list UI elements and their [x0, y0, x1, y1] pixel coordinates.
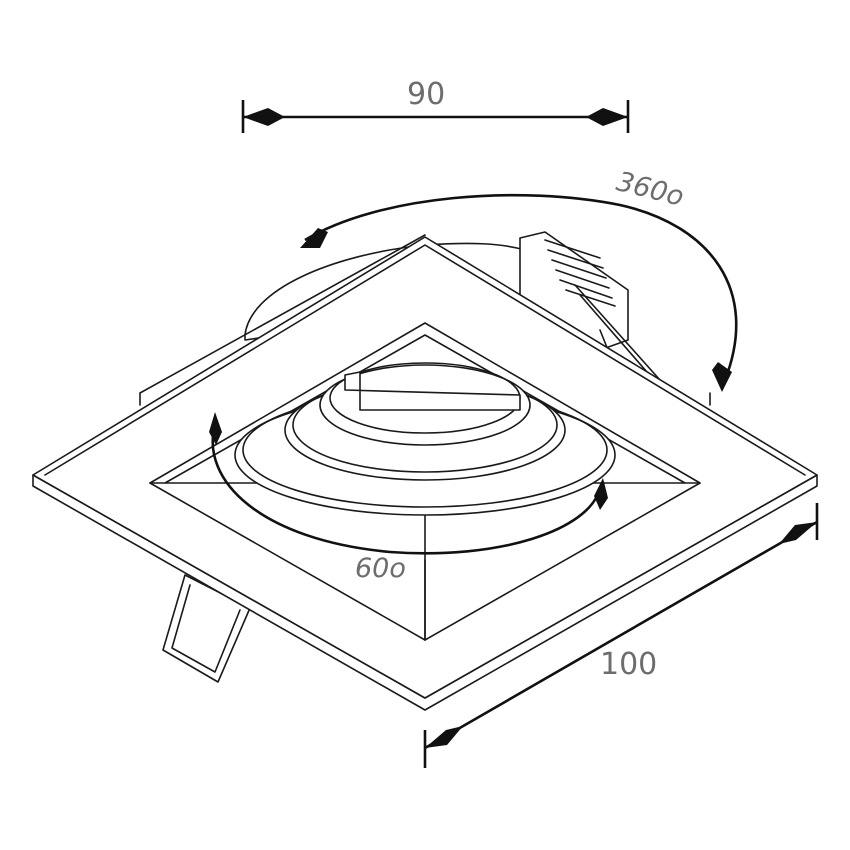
rotation-arrow [300, 193, 738, 392]
tilt-arrow [209, 412, 608, 555]
tilt-label: 60o [355, 553, 406, 584]
gimbal-rings [234, 362, 616, 516]
width-label: 90 [407, 77, 446, 112]
back-rim [139, 234, 711, 406]
width-dimension [241, 100, 630, 133]
length-label: 100 [600, 647, 658, 682]
length-dimension [423, 503, 819, 768]
